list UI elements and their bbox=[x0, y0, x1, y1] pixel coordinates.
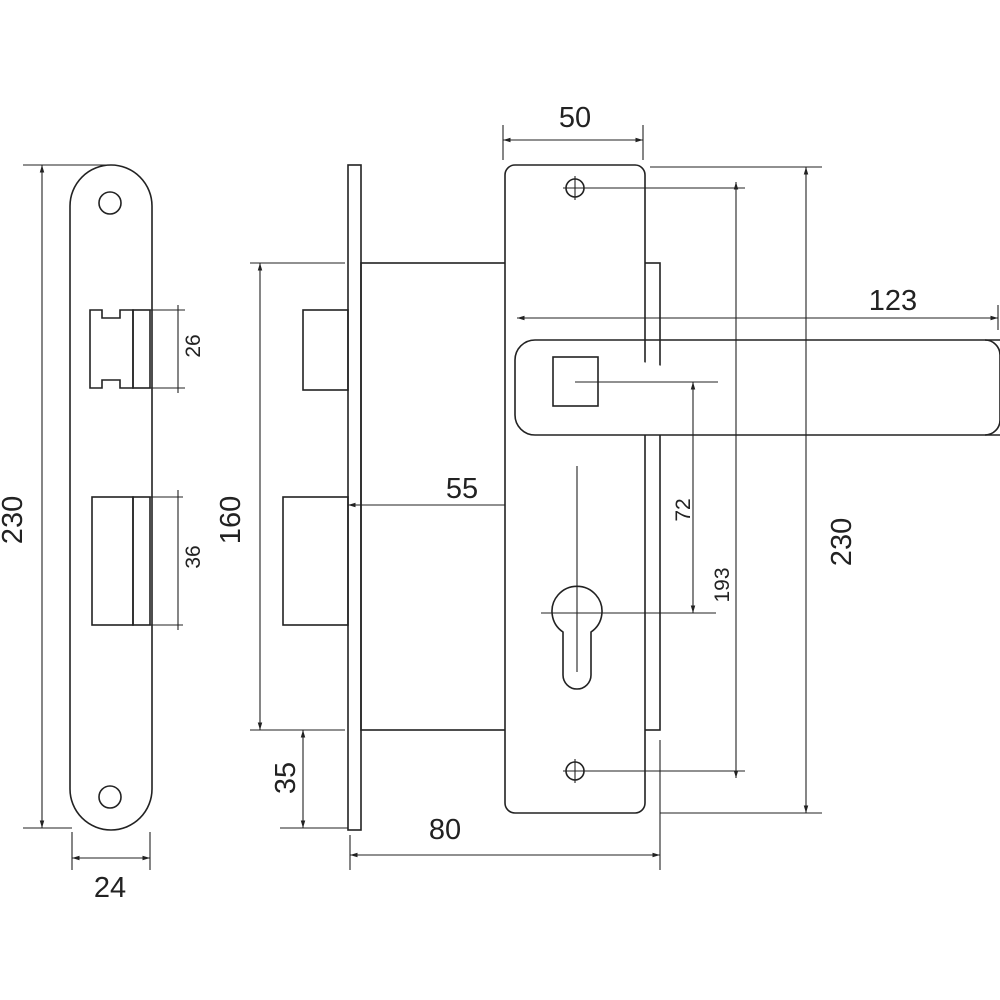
screw-icon bbox=[563, 176, 587, 200]
dim-spindle-to-cylinder: 72 bbox=[672, 498, 695, 521]
dim-latch-height: 26 bbox=[182, 334, 205, 357]
latch-bolt bbox=[302, 309, 349, 391]
screw-hole bbox=[98, 785, 122, 809]
dim-case-height: 160 bbox=[215, 496, 247, 544]
strike-dimension-lines bbox=[23, 164, 185, 870]
strike-plate bbox=[69, 164, 153, 831]
dim-strike-height: 230 bbox=[0, 496, 29, 544]
dim-screw-spacing: 193 bbox=[711, 567, 734, 602]
escutcheon-dimension-lines bbox=[502, 125, 999, 814]
bolt-opening bbox=[91, 496, 134, 626]
dim-bolt-offset: 35 bbox=[270, 762, 302, 794]
screw-hole bbox=[98, 191, 122, 215]
dim-backset: 55 bbox=[446, 473, 478, 505]
dim-lock-depth: 80 bbox=[429, 814, 461, 846]
dim-escutcheon-height: 230 bbox=[826, 518, 858, 566]
lock-dimension-lines bbox=[250, 262, 661, 870]
screw-icon bbox=[563, 759, 587, 783]
dim-handle-length: 123 bbox=[869, 285, 917, 317]
latch-opening bbox=[89, 309, 134, 389]
dim-escutcheon-width: 50 bbox=[559, 102, 591, 134]
dead-bolt bbox=[282, 496, 349, 626]
lever-handle bbox=[514, 339, 1000, 436]
faceplate bbox=[347, 164, 362, 831]
escutcheon bbox=[504, 164, 716, 814]
dim-bolt-height: 36 bbox=[182, 545, 205, 568]
dim-strike-width: 24 bbox=[94, 872, 126, 904]
